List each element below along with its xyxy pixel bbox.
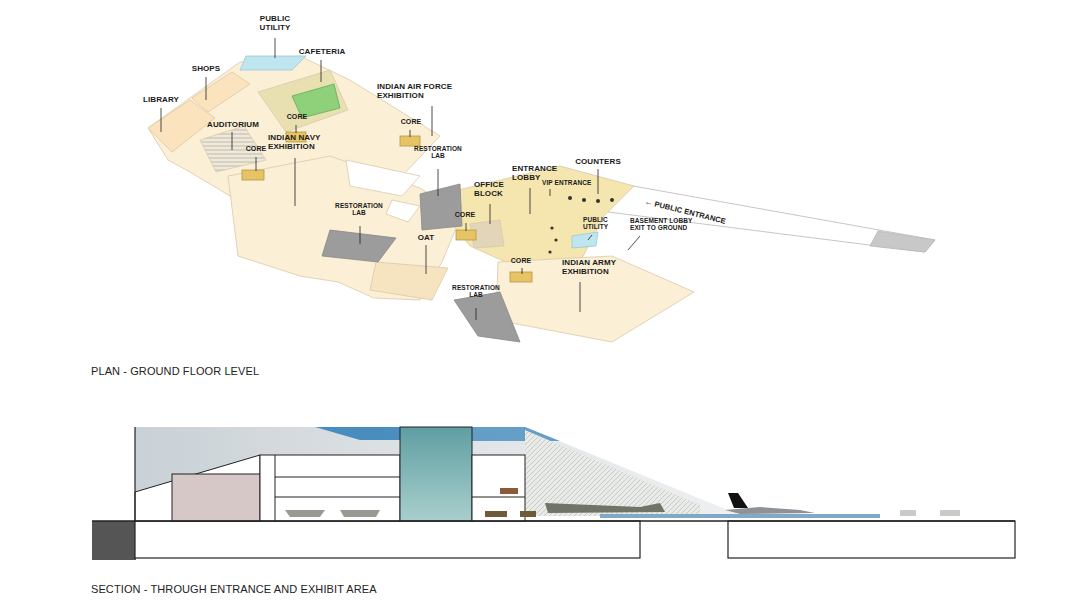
room-label: RESTORATION LAB [412,145,464,160]
room-label: CORE [450,211,480,219]
room-label: OFFICE BLOCK [474,180,518,198]
room-label: CORE [506,257,536,265]
room-label: VIP ENTRANCE [542,179,604,186]
room-label: AUDITORIUM [202,120,264,129]
room-label: INDIAN ARMY EXHIBITION [562,258,656,276]
room-label: CORE [282,113,312,121]
ground-floor-plan [148,56,935,342]
room-label: OAT [412,233,440,242]
drawing-caption: PLAN - GROUND FLOOR LEVEL [91,365,411,378]
room-label: LIBRARY [138,95,184,104]
room-label: CORE [396,118,426,126]
room-label: RESTORATION LAB [450,284,502,299]
room-label: INDIAN NAVY EXHIBITION [268,133,334,151]
room-label: INDIAN AIR FORCE EXHIBITION [377,82,469,100]
leader-lines [161,38,640,320]
building-section [92,427,1015,560]
room-label: COUNTERS [570,157,626,166]
room-label: PUBLIC UTILITY [250,14,300,32]
room-label: RESTORATION LAB [333,202,385,217]
room-label: CORE [241,145,271,153]
room-label: BASEMENT LOBBY EXIT TO GROUND [630,217,708,232]
room-label: CAFETERIA [294,47,350,56]
drawing-caption: SECTION - THROUGH ENTRANCE AND EXHIBIT A… [91,583,511,596]
room-label: SHOPS [188,64,224,73]
room-label: PUBLIC UTILITY [583,216,627,231]
